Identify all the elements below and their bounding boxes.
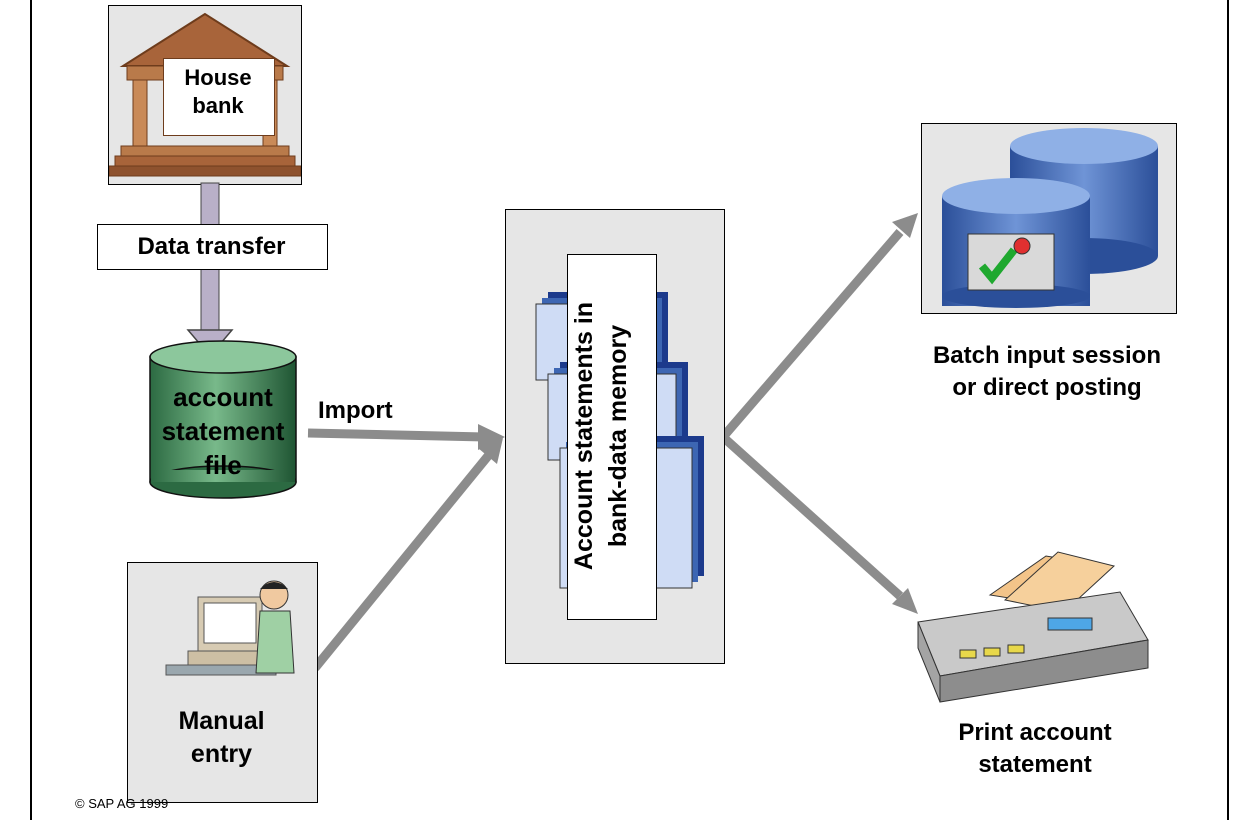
copyright-icon: © bbox=[75, 796, 85, 811]
memory-label-box bbox=[567, 254, 657, 620]
batch-box bbox=[921, 123, 1177, 314]
person-computer-icon bbox=[165, 580, 295, 676]
copyright-text: SAP AG 1999 bbox=[88, 796, 169, 811]
manual-entry-box bbox=[127, 562, 318, 803]
import-label: Import bbox=[318, 397, 393, 424]
file-label: account statement file bbox=[161, 382, 285, 480]
batch-label: Batch input session or direct posting bbox=[932, 342, 1162, 402]
data-transfer-label: Data transfer bbox=[137, 233, 286, 260]
frame-left-border bbox=[30, 0, 32, 820]
frame-right-border bbox=[1227, 0, 1229, 820]
data-transfer-box bbox=[97, 224, 328, 270]
house-bank-label-box bbox=[163, 58, 275, 136]
house-bank-label: House bank bbox=[184, 65, 252, 118]
database-sessions-icon bbox=[942, 128, 1158, 308]
manual-entry-label: Manual entry bbox=[178, 707, 265, 768]
print-label: Print account statement bbox=[958, 719, 1112, 779]
copyright-footer: © SAP AG 1999 bbox=[75, 796, 168, 811]
